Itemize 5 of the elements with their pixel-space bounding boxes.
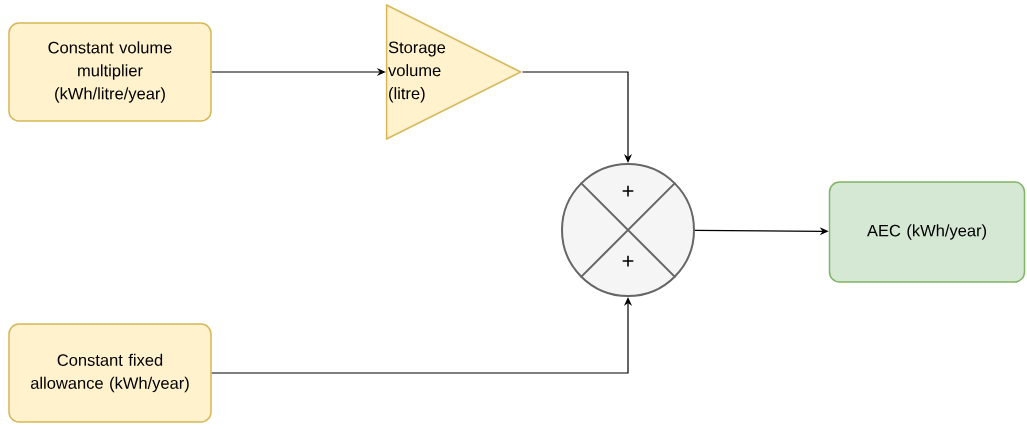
arrow bbox=[521, 71, 633, 163]
input-box: Constant volume multiplier (kWh/litre/year) bbox=[8, 22, 212, 122]
output-box: AEC (kWh/year) bbox=[828, 181, 1026, 283]
summing-junction: + + bbox=[561, 163, 695, 297]
input-box: Constant fixed allowance (kWh/year) bbox=[8, 323, 212, 423]
